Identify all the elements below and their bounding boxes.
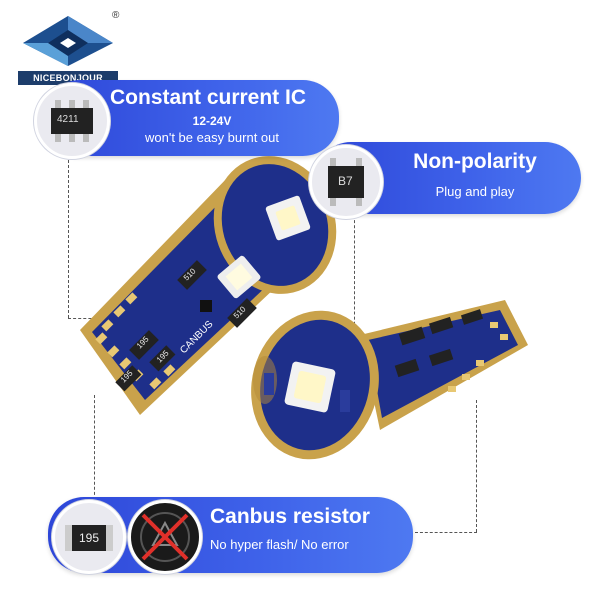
chip-label: B7 (338, 174, 353, 188)
brand-logo: ® NICEBONJOUR (18, 8, 120, 85)
feature-subtitle: Plug and play (435, 184, 515, 199)
feature-subtitle: won't be easy burnt out (144, 130, 279, 145)
bridge-rectifier-icon (328, 158, 364, 206)
chip-label: 4211 (57, 114, 79, 125)
ic-chip-image: 4211 (34, 83, 110, 159)
leader-line (68, 150, 69, 318)
leader-line (415, 532, 477, 533)
smd-resistor-icon (65, 525, 113, 551)
leader-line (476, 400, 477, 532)
resistor-chip-image: 195 (52, 500, 126, 574)
ic-chip-icon (51, 100, 93, 142)
warning-crossed-icon (140, 512, 190, 562)
feature-title: Canbus resistor (210, 505, 370, 528)
registered-mark: ® (112, 10, 120, 21)
chip-label: 195 (79, 531, 100, 545)
leader-line (94, 395, 95, 500)
feature-title: Non-polarity (413, 150, 537, 173)
feature-subtitle: No hyper flash/ No error (210, 537, 349, 552)
feature-title: Constant current IC (110, 86, 307, 109)
logo-emblem-icon (23, 16, 113, 66)
feature-voltage: 12-24V (192, 114, 232, 128)
no-error-image (128, 500, 202, 574)
leader-line (354, 210, 355, 345)
bridge-chip-image: B7 (309, 145, 383, 219)
right-bulb (251, 300, 528, 460)
left-bulb (80, 156, 337, 415)
